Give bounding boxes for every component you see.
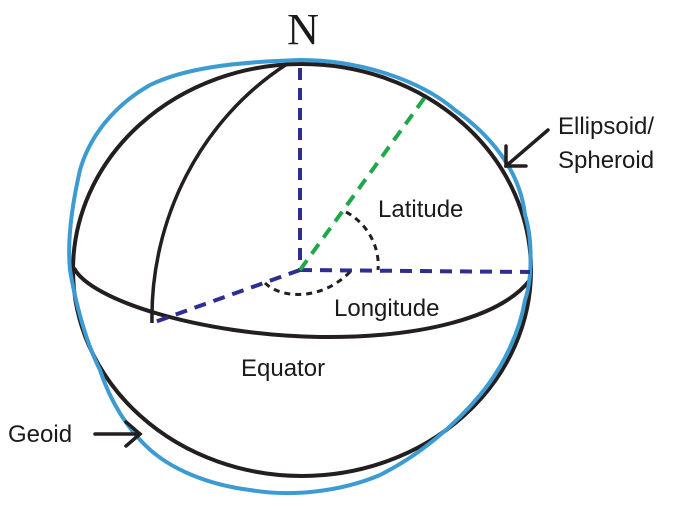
ellipsoid-arrow-icon bbox=[504, 128, 550, 168]
longitude-angle-arc bbox=[263, 270, 352, 296]
equatorial-radius-west bbox=[151, 268, 301, 325]
meridian-arc bbox=[150, 62, 288, 324]
latitude-label: Latitude bbox=[378, 196, 463, 223]
equator-line bbox=[72, 266, 532, 340]
longitude-label: Longitude bbox=[334, 295, 439, 322]
equator-label: Equator bbox=[241, 355, 325, 382]
equatorial-radius-east bbox=[299, 268, 531, 274]
ellipsoid-label-line1: Ellipsoid/ bbox=[558, 113, 654, 140]
latitude-angle-arc bbox=[345, 210, 380, 271]
geoid-arrow-icon bbox=[93, 420, 143, 448]
latitude-radius bbox=[298, 91, 430, 272]
north-label: N bbox=[287, 5, 319, 54]
geoid-label: Geoid bbox=[8, 421, 72, 448]
geoid-outline bbox=[67, 58, 533, 495]
ellipsoid-label-line2: Spheroid bbox=[558, 147, 654, 174]
